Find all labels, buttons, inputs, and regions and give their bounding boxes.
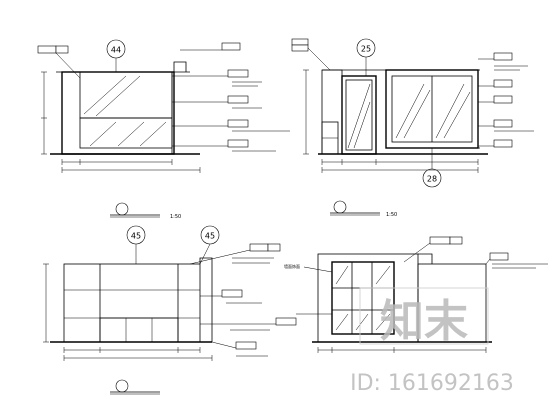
elevation-a-tag-right-top xyxy=(221,42,241,51)
elevation-a-panel-lower xyxy=(79,117,173,149)
elevation-b-title: 1:50 xyxy=(330,200,397,218)
elevation-c-wall xyxy=(63,263,201,343)
elevation-a-mirror-line-5 xyxy=(139,121,167,147)
elevation-d-step-profile xyxy=(418,253,433,264)
watermark: 知末 ID: 161692163 xyxy=(350,287,514,396)
elevation-a-step-profile xyxy=(173,61,187,72)
elevation-c-title xyxy=(110,379,160,395)
elevation-b-index-number-top: 25 xyxy=(361,45,371,54)
elevation-d-dimensions xyxy=(317,347,487,353)
elevation-b-scale: 1:50 xyxy=(386,212,397,218)
elevation-a: 44 xyxy=(37,39,290,173)
elevation-a-tag-top-2 xyxy=(55,45,69,54)
elevation-b-wood-column xyxy=(321,69,343,155)
elevation-a-panel-upper xyxy=(79,71,173,119)
watermark-brand: 知末 xyxy=(380,296,468,347)
elevation-b-callouts xyxy=(291,38,534,148)
elevation-d-wood-panel xyxy=(417,263,487,343)
elevation-b-door-frame xyxy=(341,75,377,155)
elevation-b-door-glass xyxy=(345,79,373,151)
elevation-a-index-number: 44 xyxy=(111,46,121,55)
elevation-a-scale: 1:50 xyxy=(170,214,181,220)
watermark-logo-box xyxy=(359,287,489,345)
elevation-a-dimensions xyxy=(41,71,201,173)
elevation-d-side-label: 墙面饰面 xyxy=(284,263,300,269)
elevation-c-dimensions xyxy=(43,263,213,361)
elevation-c-cabinet-base xyxy=(99,317,179,343)
elevation-a-tag-top xyxy=(37,45,57,54)
elevation-a-mirror-line-2 xyxy=(95,75,141,117)
elevation-d: 墙面饰面 xyxy=(284,236,548,353)
elevation-d-callouts: 墙面饰面 xyxy=(284,236,548,315)
elevation-c-step-profile xyxy=(199,257,213,342)
elevation-a-callouts xyxy=(172,69,290,152)
elevation-a-wall xyxy=(61,71,175,155)
elevation-c-index-number-2: 45 xyxy=(205,232,215,241)
elevation-b-index-number-bottom: 28 xyxy=(427,175,437,184)
elevation-d-window-frame xyxy=(331,261,395,335)
elevation-c-callouts xyxy=(189,243,297,357)
elevation-b: 25 28 xyxy=(291,38,534,188)
elevation-a-tag-top-leader xyxy=(55,52,81,79)
elevation-c-index-number-1: 45 xyxy=(131,232,141,241)
elevation-b-dimensions xyxy=(303,69,479,173)
elevation-a-title: 1:50 xyxy=(110,202,181,220)
elevation-a-mirror-line-4 xyxy=(117,121,145,147)
watermark-id: ID: 161692163 xyxy=(350,371,514,396)
elevation-c: 45 45 xyxy=(43,225,297,361)
elevation-a-mirror-line-3 xyxy=(89,121,117,147)
elevation-a-mirror-line-1 xyxy=(83,75,127,115)
